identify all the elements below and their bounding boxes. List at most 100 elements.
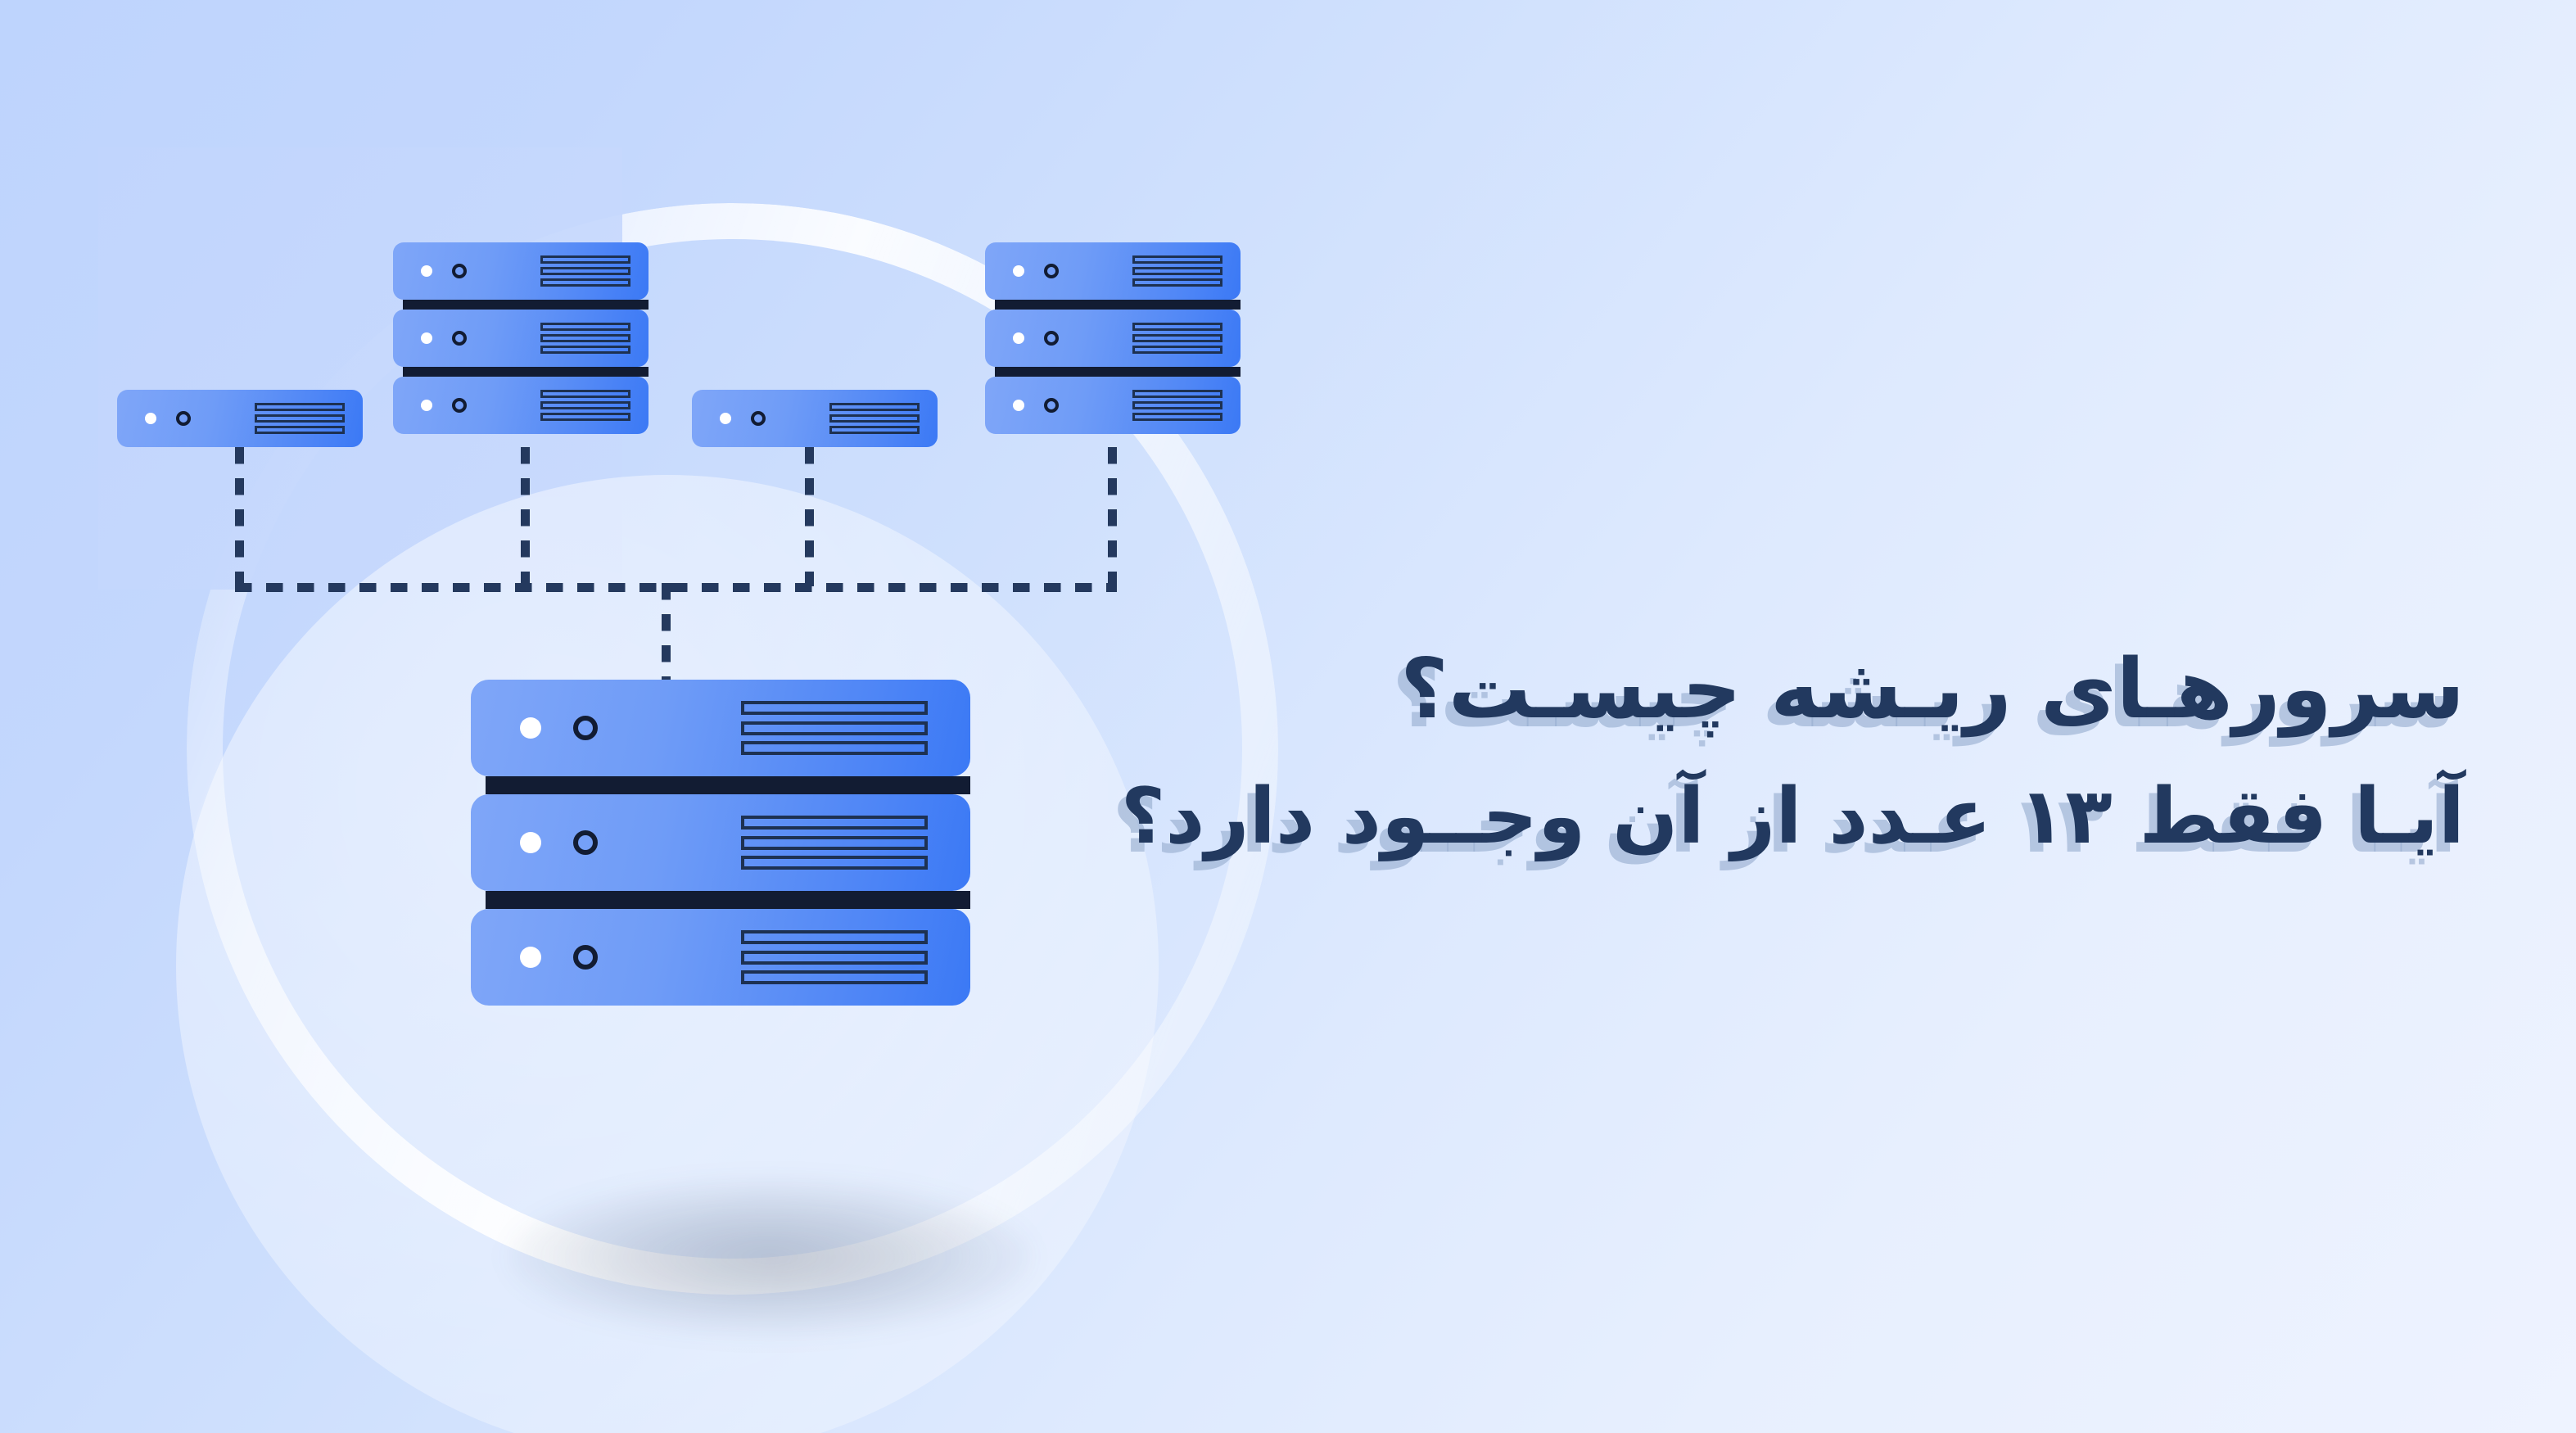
rack-divider: [403, 367, 649, 377]
drive-slots: [741, 816, 928, 870]
rack-divider: [995, 300, 1241, 310]
drive-slot: [741, 930, 928, 944]
drive-slot: [540, 323, 630, 331]
server-unit[interactable]: [985, 310, 1241, 367]
drive-slot: [255, 414, 345, 423]
drive-slot: [741, 721, 928, 735]
power-knob-icon: [1044, 331, 1059, 346]
rack-divider: [403, 300, 649, 310]
primary-root-server[interactable]: [471, 680, 970, 1006]
drive-slot: [1132, 334, 1222, 342]
wire-drop-main-server: [662, 583, 671, 686]
drive-slot: [255, 403, 345, 411]
wire-elbow-left: [235, 583, 244, 592]
wire-bus-horizontal: [235, 583, 1117, 592]
headline-block: سرورهـای ریـشه چیسـت؟ آیـا فقط ۱۳ عـدد ا…: [1121, 631, 2465, 872]
power-knob-icon: [573, 830, 598, 855]
power-knob-icon: [751, 411, 766, 426]
server-unit[interactable]: [985, 377, 1241, 434]
drive-slot: [255, 426, 345, 434]
status-led-icon: [1013, 400, 1024, 411]
drive-slots: [829, 403, 920, 434]
drive-slots: [540, 255, 630, 287]
drive-slots: [1132, 390, 1222, 421]
status-led-icon: [520, 947, 541, 968]
status-led-icon: [145, 413, 156, 424]
drive-slot: [1132, 346, 1222, 354]
drive-slots: [540, 323, 630, 354]
edge-server-middle[interactable]: [692, 390, 938, 447]
drive-slot: [741, 950, 928, 965]
rack-divider: [486, 891, 970, 909]
power-knob-icon: [452, 331, 467, 346]
drive-slot: [540, 334, 630, 342]
drive-slot: [540, 278, 630, 287]
drive-slots: [540, 390, 630, 421]
status-led-icon: [720, 413, 731, 424]
drive-slot: [540, 255, 630, 264]
drive-slot: [741, 835, 928, 850]
drive-slots: [741, 930, 928, 984]
drive-slot: [741, 970, 928, 984]
drive-slot: [829, 403, 920, 411]
drive-slot: [829, 426, 920, 434]
drive-slot: [741, 741, 928, 755]
power-knob-icon: [573, 945, 598, 970]
wire-drop-stack-left: [521, 447, 530, 586]
root-server-stack-left[interactable]: [393, 242, 649, 434]
server-unit[interactable]: [985, 242, 1241, 300]
wire-drop-single-mid: [805, 447, 814, 586]
server-unit[interactable]: [393, 310, 649, 367]
drive-slot: [1132, 413, 1222, 421]
drive-slots: [741, 701, 928, 755]
server-unit[interactable]: [117, 390, 363, 447]
status-led-icon: [421, 265, 432, 277]
drive-slots: [255, 403, 345, 434]
power-knob-icon: [1044, 264, 1059, 278]
drive-slot: [829, 414, 920, 423]
rack-divider: [995, 367, 1241, 377]
drive-slot: [540, 346, 630, 354]
status-led-icon: [421, 400, 432, 411]
wire-drop-single-left: [235, 447, 244, 586]
edge-server-left[interactable]: [117, 390, 363, 447]
wire-drop-stack-right: [1108, 447, 1117, 586]
status-led-icon: [421, 332, 432, 344]
headline-line-1: سرورهـای ریـشه چیسـت؟: [1400, 640, 2465, 737]
server-unit[interactable]: [471, 680, 970, 776]
server-ground-shadow: [508, 1179, 1032, 1335]
server-unit[interactable]: [393, 377, 649, 434]
drive-slot: [540, 413, 630, 421]
drive-slot: [741, 816, 928, 830]
power-knob-icon: [176, 411, 191, 426]
drive-slot: [1132, 255, 1222, 264]
drive-slot: [1132, 278, 1222, 287]
power-knob-icon: [452, 264, 467, 278]
status-led-icon: [520, 717, 541, 739]
drive-slot: [741, 701, 928, 715]
server-unit[interactable]: [393, 242, 649, 300]
drive-slot: [1132, 390, 1222, 398]
drive-slots: [1132, 255, 1222, 287]
server-unit[interactable]: [692, 390, 938, 447]
server-unit[interactable]: [471, 909, 970, 1006]
drive-slot: [741, 856, 928, 870]
status-led-icon: [1013, 332, 1024, 344]
status-led-icon: [520, 832, 541, 853]
drive-slots: [1132, 323, 1222, 354]
power-knob-icon: [452, 398, 467, 413]
drive-slot: [540, 267, 630, 275]
rack-divider: [486, 776, 970, 794]
wire-elbow-right: [1108, 583, 1117, 592]
drive-slot: [1132, 267, 1222, 275]
drive-slot: [540, 390, 630, 398]
headline-line-2: آیـا فقط ۱۳ عـدد از آن وجــود دارد؟: [1120, 772, 2465, 862]
drive-slot: [1132, 323, 1222, 331]
power-knob-icon: [573, 716, 598, 740]
drive-slot: [1132, 401, 1222, 409]
server-unit[interactable]: [471, 794, 970, 891]
root-server-stack-right[interactable]: [985, 242, 1241, 434]
drive-slot: [540, 401, 630, 409]
power-knob-icon: [1044, 398, 1059, 413]
